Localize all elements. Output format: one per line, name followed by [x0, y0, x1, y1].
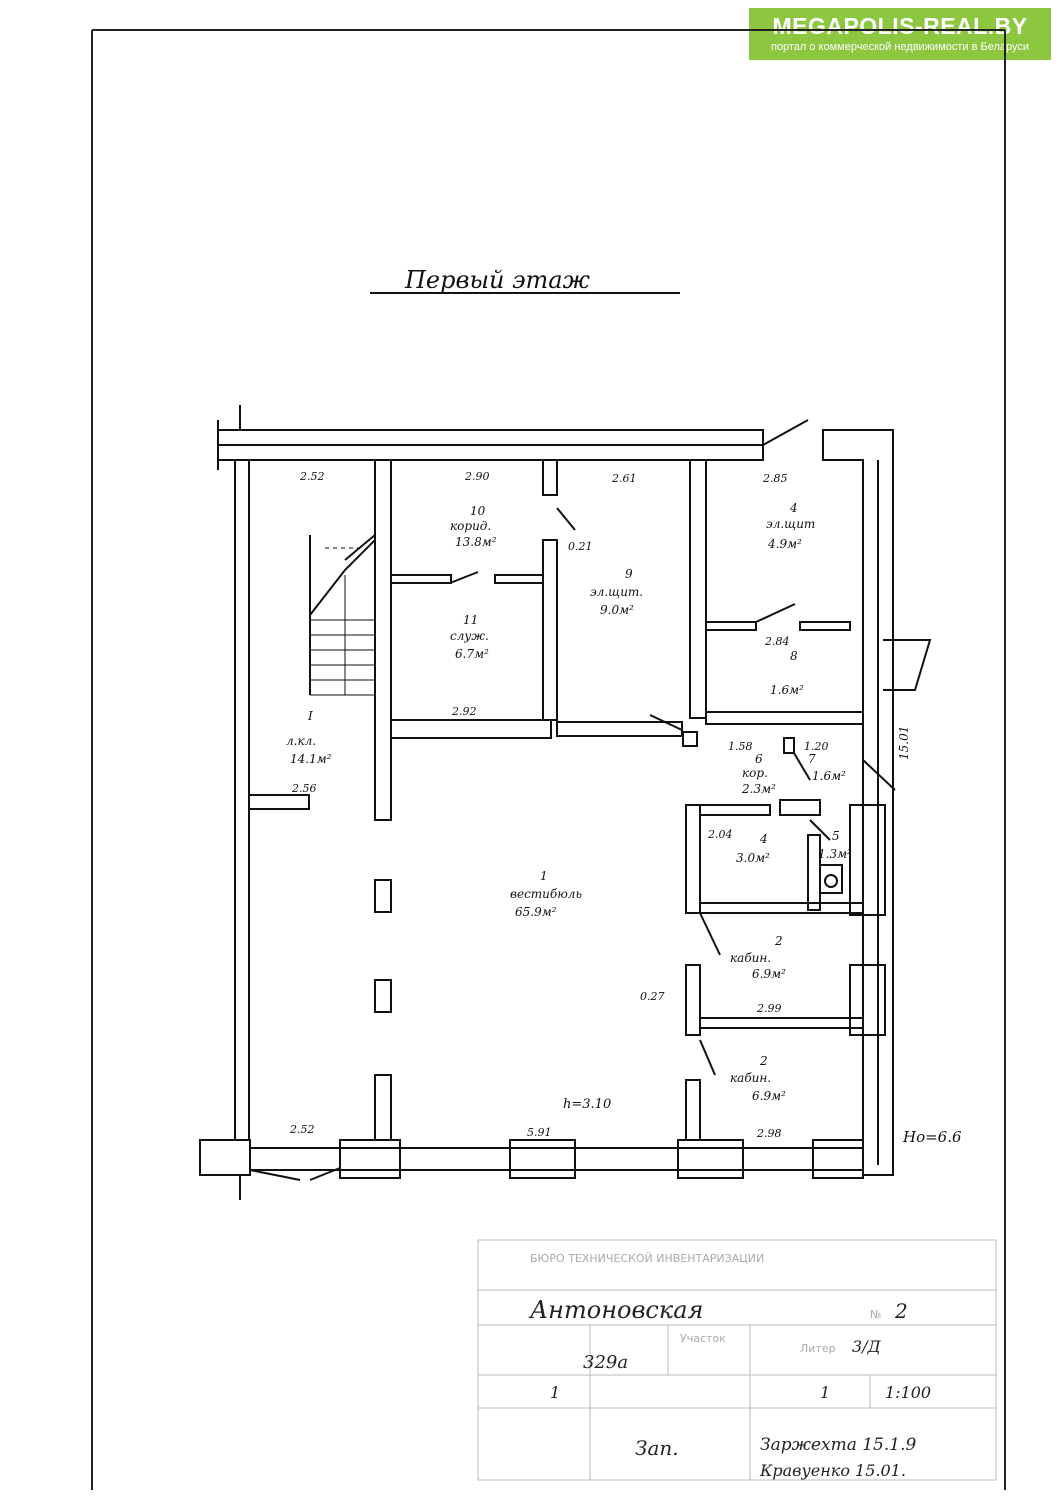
room-11-area: 13.8м²	[455, 535, 497, 549]
room-6-name: кор.	[742, 766, 768, 780]
room-7-area: 1.6м²	[812, 769, 846, 783]
room-11-number: 10	[470, 504, 486, 518]
elevation-note: Hо=6.6	[902, 1128, 962, 1146]
room-11-name: корид.	[450, 519, 491, 533]
room-5-number: 5	[832, 829, 840, 843]
dim-021: 0.21	[568, 540, 593, 553]
watermark-subtitle: портал о коммерческой недвижимости в Бел…	[770, 41, 1030, 53]
room-1-area: 65.9м²	[515, 905, 557, 919]
walls	[199, 405, 932, 1200]
stamp-sheet2: 1	[820, 1383, 830, 1402]
stamp-litera: 3/Д	[852, 1337, 882, 1356]
room-9-area: 4.9м²	[767, 537, 802, 551]
room-12-area: 6.7м²	[455, 647, 489, 661]
dim-top-left: 2.52	[299, 470, 325, 483]
dim-120: 1.20	[804, 740, 829, 753]
stamp-sheet: 1	[550, 1383, 560, 1402]
dim-204: 2.04	[707, 828, 733, 841]
dim-256: 2.56	[291, 782, 317, 795]
room-5-area: 1.3м²	[818, 847, 852, 861]
room-I-area: 14.1м²	[290, 752, 332, 766]
stamp-header: БЮРО ТЕХНИЧЕСКОЙ ИНВЕНТАРИЗАЦИИ	[530, 1252, 764, 1265]
room-8-area: 1.6м²	[770, 683, 804, 697]
room-1-number: 1	[540, 869, 548, 883]
stamp-code: 329а	[583, 1352, 628, 1373]
room-3-number: 2	[774, 934, 783, 948]
stamp-street: Антоновская	[528, 1296, 703, 1324]
room-2-number: 2	[759, 1054, 768, 1068]
watermark-title: MEGAPOLIS-REAL.BY	[772, 13, 1028, 39]
room-7-number: 7	[808, 752, 816, 766]
room-2-name: кабин.	[730, 1071, 771, 1085]
dimension-labels: 2.52 2.90 2.61 2.85 0.21 2.84 2.92 1.58 …	[289, 470, 962, 1146]
room-3-area: 6.9м²	[752, 967, 786, 981]
room-1-name: вестибюль	[510, 887, 582, 901]
room-I-name: л.кл.	[286, 734, 316, 748]
stamp-litera-label: Литер	[800, 1342, 836, 1355]
dim-bottom-left: 2.52	[289, 1123, 315, 1136]
dim-158: 1.58	[728, 740, 753, 753]
stamp-sig1: Зап.	[635, 1436, 679, 1460]
side-dimension: 15.01	[897, 726, 911, 760]
room-6-number: 6	[755, 752, 763, 766]
dim-top-9: 2.85	[762, 472, 788, 485]
room-I-number: I	[307, 709, 313, 723]
sheet-border	[91, 29, 1006, 1490]
room-9-number: 4	[789, 501, 798, 515]
room-9-name: эл.щит	[766, 517, 815, 531]
dim-bottom-mid: 5.91	[527, 1126, 552, 1139]
room-10-name: эл.щит.	[590, 585, 643, 599]
title-block	[477, 1239, 997, 1481]
dim-top-11: 2.90	[464, 470, 490, 483]
stamp-plot-label: Участок	[680, 1332, 726, 1345]
room-12-name: служ.	[450, 629, 489, 643]
dim-bottom-right: 2.98	[756, 1127, 782, 1140]
watermark-banner: MEGAPOLIS-REAL.BY портал о коммерческой …	[749, 8, 1051, 60]
height-note: h=3.10	[563, 1097, 611, 1112]
room-8-number: 8	[790, 649, 798, 663]
room-2-area: 6.9м²	[752, 1089, 786, 1103]
room-12-number: 11	[463, 613, 478, 627]
stamp-sig2: Заржехта 15.1.9	[760, 1435, 916, 1455]
room-3-name: кабин.	[730, 951, 771, 965]
dim-284: 2.84	[764, 635, 790, 648]
stamp-scale: 1:100	[885, 1383, 931, 1402]
room-4-area: 3.0м²	[736, 851, 770, 865]
room-6-area: 2.3м²	[741, 782, 776, 796]
plan-title: Первый этаж	[404, 266, 591, 294]
stamp-sig3: Кравуенко 15.01.	[759, 1461, 906, 1480]
room-4-number: 4	[759, 832, 768, 846]
stamp-house-label: №	[870, 1308, 881, 1321]
room-10-number: 9	[625, 567, 633, 581]
room-10-area: 9.0м²	[600, 603, 634, 617]
dim-top-10: 2.61	[611, 472, 637, 485]
dim-027: 0.27	[640, 990, 665, 1003]
room-labels: 10 корид. 13.8м² 9 эл.щит. 9.0м² 11 служ…	[286, 501, 852, 1103]
dim-299: 2.99	[756, 1002, 782, 1015]
stamp-house-no: 2	[894, 1299, 908, 1323]
dim-292: 2.92	[451, 705, 477, 718]
